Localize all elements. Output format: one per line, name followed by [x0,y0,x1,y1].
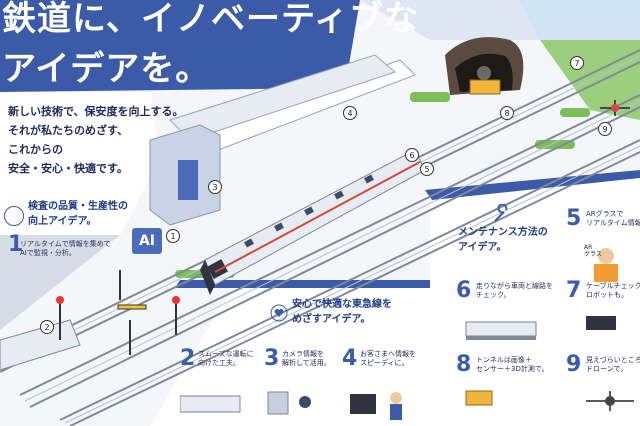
map-marker: 3 [208,180,222,194]
item-5-text: ARグラスでリアルタイム情報 [586,210,640,228]
maint-title: メンテナンス方法の アイデア。 [458,227,548,253]
item-7-text: ケーブルチェックロボットも。 [586,282,640,300]
heart-icon [270,304,290,324]
map-marker: 1 [166,229,180,243]
map-marker: 8 [500,106,514,120]
ai-monitor: AI [132,228,162,254]
item-2-text: スムーズな運転に向けた工夫。 [198,350,254,368]
lead-line-3: これからの [8,143,63,156]
map-marker: 6 [405,148,419,162]
comfort-title: 安心で快適な東急線を めざすアイデア。 [292,299,392,325]
item-6-number: 6 [456,278,472,303]
item-5-number: 5 [566,206,582,231]
item-9-number: 9 [566,352,582,377]
section1-number: 1 [8,232,24,257]
section1-title: 検査の品質・生産性の 向上アイデア。 [28,201,128,227]
lead-line-2: それが私たちのめざす、 [8,124,129,137]
item-4-text: お客さまへ情報をスピーディに。 [360,350,416,368]
item-8-text: トンネルは画像＋センサー＋3D計測で。 [476,356,549,374]
item-3-number: 3 [264,346,280,371]
item-4-number: 4 [342,346,358,371]
lead-line-1: 新しい技術で、保安度を向上する。 [8,105,184,118]
maint-illustrations [465,248,634,411]
item-7-number: 7 [566,278,582,303]
lead-line-4: 安全・安心・快適です。 [8,162,128,175]
item-2-number: 2 [180,346,196,371]
section1-desc: リアルタイムで情報を集めて AIで監視・分析。 [20,240,111,258]
map-marker: 4 [343,106,357,120]
ar-glass-label: AR グラス [584,244,602,259]
item-9-text: 見えづらいところドローンで。 [586,356,640,374]
wrench-icon [492,203,512,224]
map-marker: 5 [420,162,434,176]
search-icon [4,206,24,226]
headline-line-1: 鉄道に、イノベーティブな [2,0,419,39]
items-illustrations [180,391,402,420]
map-marker: 2 [40,320,54,334]
item-6-text: 走りながら車両と線路をチェック。 [476,282,553,300]
map-marker: 7 [570,56,584,70]
map-marker: 9 [598,122,612,136]
headline-line-2: アイデアを。 [2,49,211,89]
item-3-text: カメラ情報を解析して活用。 [282,350,331,368]
item-8-number: 8 [456,352,472,377]
